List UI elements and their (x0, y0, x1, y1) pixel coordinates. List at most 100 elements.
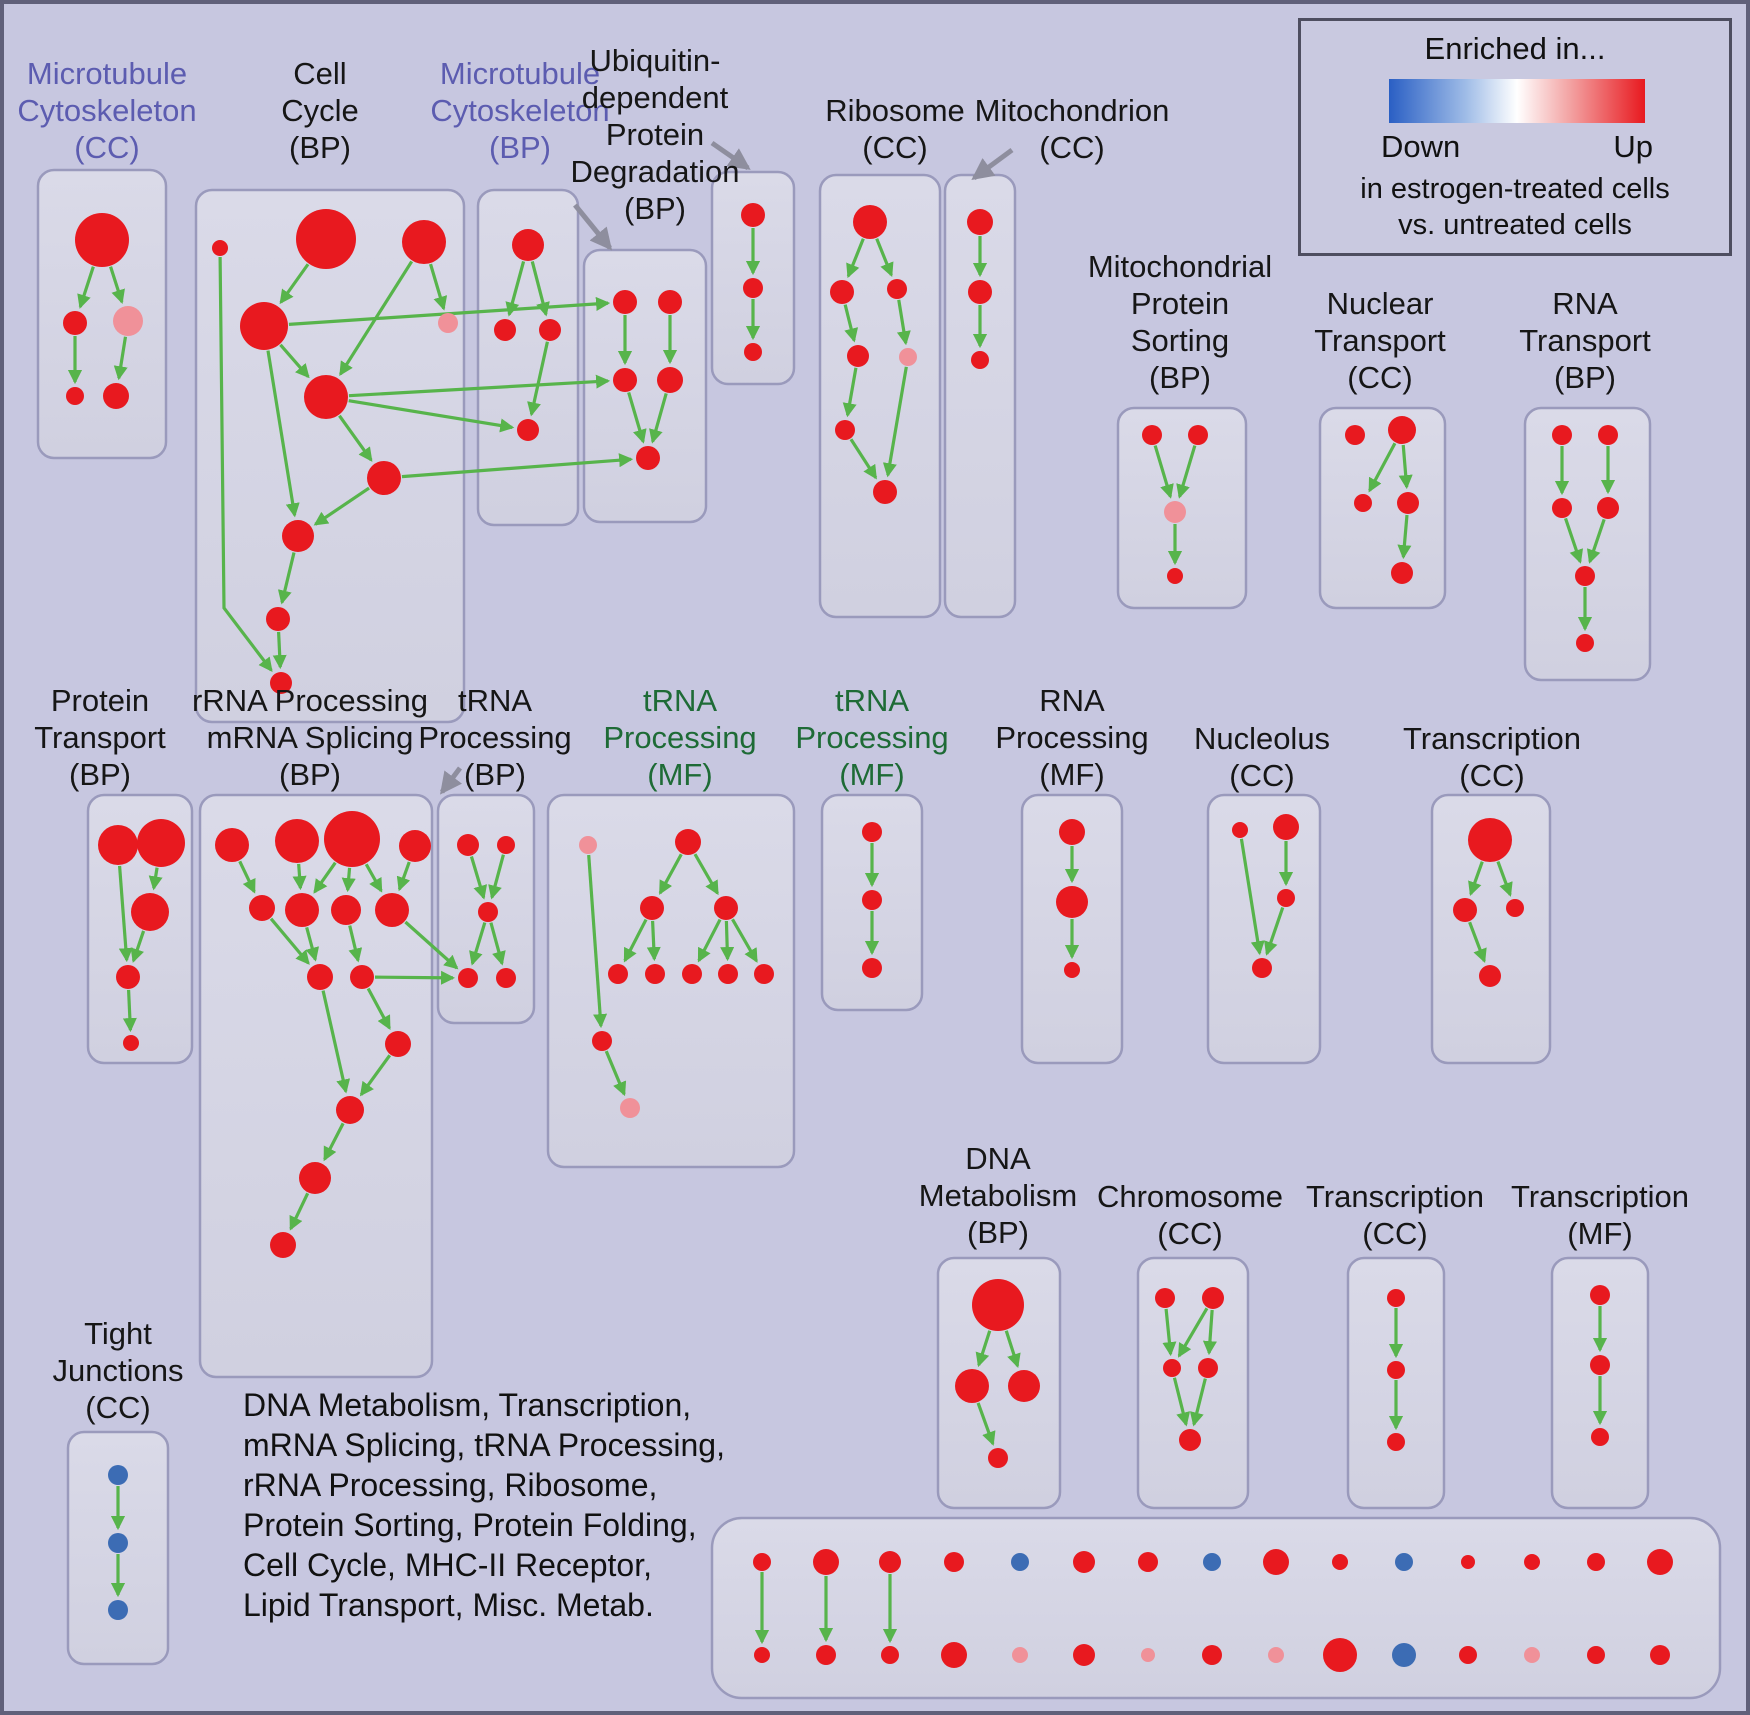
go-term-node (873, 480, 897, 504)
go-term-node (1155, 1288, 1175, 1308)
edge-arrow (359, 1054, 392, 1097)
go-term-node (718, 964, 738, 984)
edge-arrow (238, 860, 256, 894)
edge-arrow (849, 438, 878, 480)
go-term-node (636, 446, 660, 470)
go-term-node (816, 1645, 836, 1665)
edge-arrow (404, 920, 459, 970)
go-term-node (1453, 898, 1477, 922)
go-term-node (266, 607, 290, 631)
go-term-node (1064, 962, 1080, 978)
go-term-node (108, 1600, 128, 1620)
misc-categories-line: Lipid Transport, Misc. Metab. (243, 1587, 654, 1623)
go-term-node (512, 229, 544, 261)
edge-arrow (323, 1122, 345, 1162)
go-term-node (613, 290, 637, 314)
go-term-node (1188, 425, 1208, 445)
edge-arrow (1368, 442, 1397, 493)
group-box-nuclear-transport (1318, 406, 1447, 610)
edge-arrow (1172, 1377, 1191, 1427)
edge-arrow (348, 374, 611, 398)
go-term-node (215, 828, 249, 862)
group-box-ribosome (818, 173, 942, 619)
go-term-node (645, 964, 665, 984)
go-term-node (1252, 958, 1272, 978)
go-term-node (108, 1533, 128, 1553)
go-term-node (270, 672, 292, 694)
edge-arrow (1189, 1378, 1207, 1427)
go-term-node (307, 964, 333, 990)
edge-arrow (976, 1402, 996, 1446)
group-box-trna-mf-1 (546, 793, 796, 1169)
go-term-node (620, 1098, 640, 1118)
go-term-node (640, 896, 664, 920)
go-term-node (743, 278, 763, 298)
go-term-node (1388, 416, 1416, 444)
go-term-node (967, 209, 993, 235)
edge-arrow (113, 336, 128, 381)
label-pointer-arrow (573, 203, 613, 251)
go-term-node (1650, 1645, 1670, 1665)
go-term-node (1552, 425, 1572, 445)
go-term-node (324, 811, 380, 867)
go-term-node (497, 836, 515, 854)
go-term-node (862, 958, 882, 978)
go-term-node (1008, 1370, 1040, 1402)
go-term-node (1524, 1554, 1540, 1570)
legend-gradient-bar (1389, 79, 1645, 123)
go-term-node (131, 893, 169, 931)
go-term-node (754, 1647, 770, 1663)
go-term-node (331, 895, 361, 925)
go-term-node (955, 1369, 989, 1403)
go-term-node (1323, 1638, 1357, 1672)
edge-arrow (587, 854, 608, 1029)
go-term-node (212, 240, 228, 256)
go-term-node (385, 1031, 411, 1057)
edge-arrow (1177, 1307, 1209, 1358)
edge-arrow (896, 299, 911, 346)
edge-arrow (975, 1330, 992, 1368)
go-term-node (1647, 1549, 1673, 1575)
go-term-node (494, 319, 516, 341)
go-term-node (438, 313, 458, 333)
go-term-node (941, 1642, 967, 1668)
go-term-node (853, 205, 887, 239)
edge-arrow (527, 341, 549, 417)
go-term-node (1590, 1355, 1610, 1375)
go-term-node (103, 383, 129, 409)
go-term-node (1332, 1554, 1348, 1570)
go-term-node (113, 306, 143, 336)
go-term-node (457, 834, 479, 856)
misc-categories-text: DNA Metabolism, Transcription,mRNA Splic… (243, 1385, 725, 1625)
go-term-node (1387, 1361, 1405, 1379)
go-term-node (1387, 1289, 1405, 1307)
edge-arrow (348, 925, 363, 963)
edge-arrow (842, 367, 858, 418)
edge-arrow (505, 260, 526, 317)
go-term-node (1198, 1358, 1218, 1378)
go-term-node (1587, 1553, 1605, 1571)
edge-arrow (627, 392, 647, 444)
go-term-node (275, 819, 319, 863)
edge-arrow (1162, 1308, 1177, 1357)
edge-arrow (720, 920, 735, 962)
go-term-node (879, 1551, 901, 1573)
legend-title: Enriched in... (1424, 31, 1606, 66)
go-term-node (285, 893, 319, 927)
go-term-node (296, 209, 356, 269)
go-term-node (240, 302, 288, 350)
edge-arrow (289, 1192, 310, 1231)
go-term-node (1073, 1551, 1095, 1573)
label-pointer-arrow (710, 140, 751, 171)
go-term-node (1395, 1553, 1413, 1571)
go-term-node (1576, 634, 1594, 652)
edge-arrow (313, 861, 337, 894)
go-term-node (116, 965, 140, 989)
group-box-microtubule-cc (36, 168, 168, 460)
go-term-node (1468, 818, 1512, 862)
edge-arrow (130, 930, 146, 963)
legend-subtitle-line1: in estrogen-treated cells (1360, 173, 1670, 205)
edge-arrow (1468, 921, 1487, 964)
edge-arrow (1496, 861, 1513, 897)
